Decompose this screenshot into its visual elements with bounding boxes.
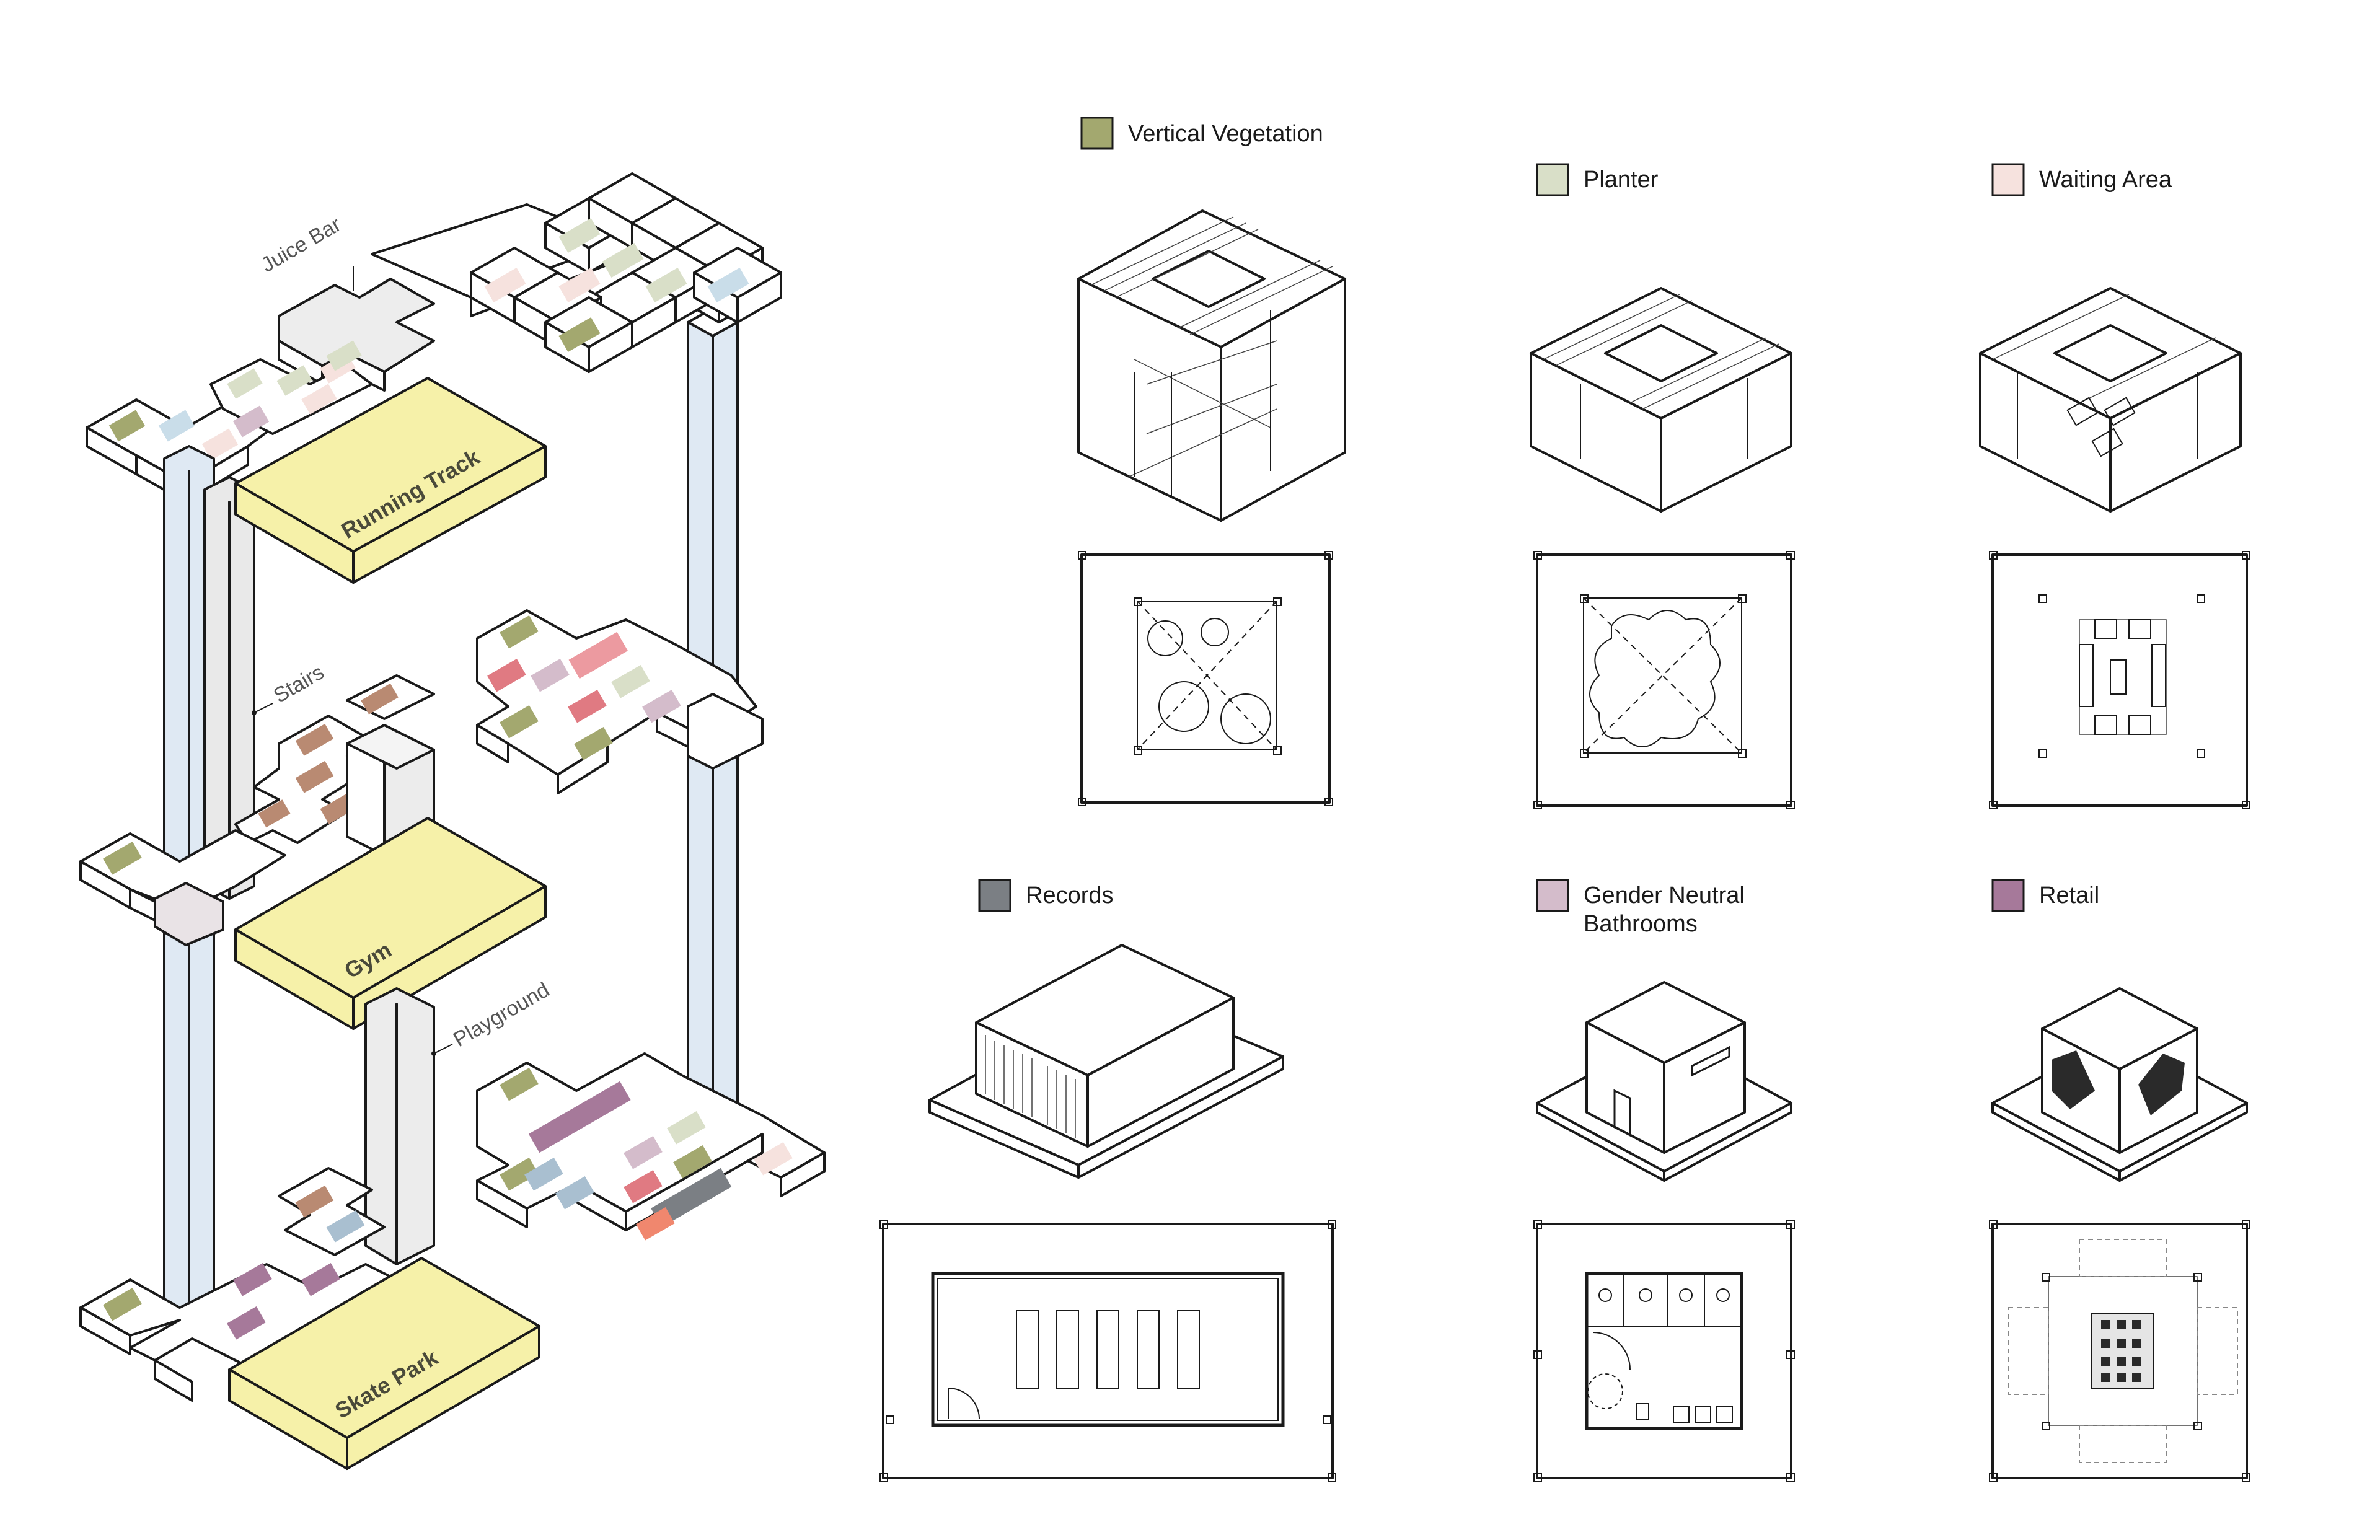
skate-level-cluster bbox=[79, 1167, 398, 1402]
playground-column bbox=[364, 987, 435, 1265]
vertical-vegetation-axon bbox=[1077, 209, 1346, 522]
vertical-vegetation-swatch bbox=[1080, 117, 1114, 150]
planter-plan bbox=[1533, 551, 1795, 809]
bottom-right-cluster bbox=[476, 1052, 826, 1241]
records-label: Records bbox=[1026, 882, 1114, 909]
middle-right-cluster bbox=[476, 609, 764, 794]
stairs-callout: Stairs bbox=[270, 661, 328, 708]
bathrooms-label-line1: Gender Neutral bbox=[1584, 882, 1745, 909]
legend-planter: Planter bbox=[1536, 163, 1659, 196]
top-left-cluster bbox=[86, 340, 373, 503]
waiting-area-axon bbox=[1979, 287, 2242, 513]
legend-waiting-area: Waiting Area bbox=[1991, 163, 2172, 196]
waiting-area-plan bbox=[1989, 551, 2250, 809]
bathrooms-swatch bbox=[1536, 879, 1569, 912]
retail-plan bbox=[1989, 1220, 2250, 1482]
playground-callout: Playground bbox=[449, 978, 553, 1052]
gym-level-cluster bbox=[79, 829, 286, 946]
bathrooms-plan bbox=[1533, 1220, 1795, 1482]
stairs-cluster bbox=[234, 674, 435, 863]
retail-axon bbox=[1991, 987, 2248, 1182]
retail-label: Retail bbox=[2039, 882, 2099, 909]
playground-leader bbox=[433, 1044, 453, 1054]
planter-swatch bbox=[1536, 163, 1569, 196]
bathrooms-axon bbox=[1536, 981, 1792, 1182]
records-swatch bbox=[978, 879, 1011, 912]
juice-bar-callout: Juice Bar bbox=[257, 213, 345, 277]
legend-records: Records bbox=[978, 879, 1114, 912]
axonometric-building: Juice Bar bbox=[79, 172, 826, 1470]
stairs-leader bbox=[253, 703, 273, 713]
records-axon bbox=[928, 944, 1284, 1179]
retail-swatch bbox=[1991, 879, 2025, 912]
planter-axon bbox=[1530, 287, 1792, 513]
vertical-vegetation-plan bbox=[1078, 551, 1333, 806]
vertical-vegetation-label: Vertical Vegetation bbox=[1128, 121, 1323, 147]
legend-gender-neutral-bathrooms: Gender Neutral Bathrooms bbox=[1536, 879, 1745, 937]
records-plan bbox=[879, 1220, 1336, 1482]
planter-label: Planter bbox=[1584, 167, 1659, 193]
waiting-area-label: Waiting Area bbox=[2039, 167, 2172, 193]
bathrooms-label-line2: Bathrooms bbox=[1584, 911, 1698, 937]
skate-park-slab: Skate Park bbox=[228, 1257, 540, 1470]
legend-vertical-vegetation: Vertical Vegetation bbox=[1080, 117, 1323, 150]
legend-retail: Retail bbox=[1991, 879, 2099, 912]
waiting-area-swatch bbox=[1991, 163, 2025, 196]
top-right-cluster bbox=[470, 172, 782, 373]
